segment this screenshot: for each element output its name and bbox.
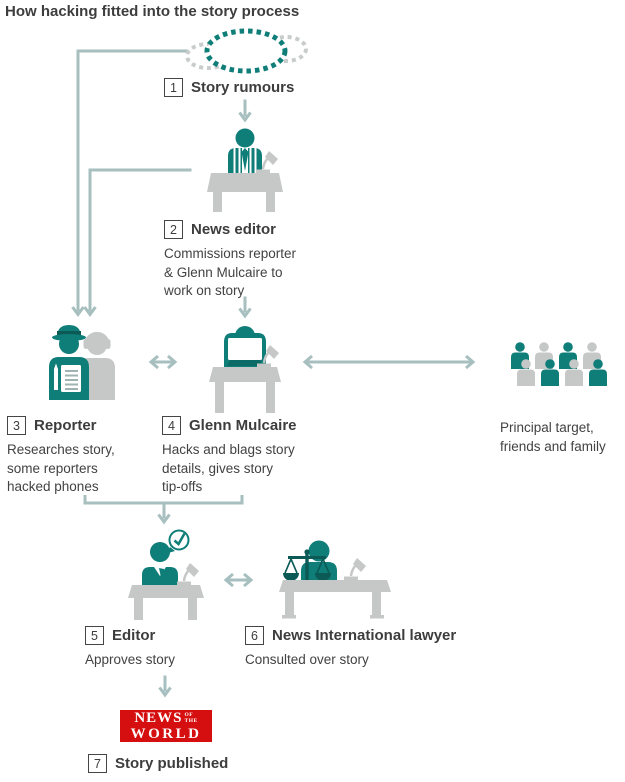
desk <box>207 173 283 192</box>
desk <box>128 585 204 598</box>
scales-of-justice-icon <box>283 549 331 581</box>
step-description: Consulted over story <box>245 652 369 667</box>
lawyer-icon <box>279 540 391 619</box>
step-number-badge: 7 <box>88 754 107 773</box>
connector-rumours-to-reporter <box>71 49 189 318</box>
step-2-label: 2 News editor Commissions reporter & Gle… <box>164 220 296 301</box>
logo-news-text: NEWS <box>134 709 183 726</box>
step-4-label: 4 Glenn Mulcaire Hacks and blags story d… <box>162 416 297 497</box>
page-title: How hacking fitted into the story proces… <box>5 3 300 20</box>
editor-icon <box>128 529 204 620</box>
crowd-icon <box>511 342 607 386</box>
step-3-label: 3 Reporter Researches story, some report… <box>7 416 115 497</box>
desk-lamp-icon <box>344 558 366 580</box>
principal-target-label: Principal target, friends and family <box>500 420 606 454</box>
pencil-icon <box>54 369 58 390</box>
double-arrow-mulcaire-targets <box>302 354 476 370</box>
desk <box>209 367 281 382</box>
step-description: Approves story <box>85 652 176 667</box>
arrow-editor-to-published <box>158 675 172 698</box>
arrow-news-editor-to-mulcaire <box>238 296 252 319</box>
connector-editor-to-reporter <box>83 168 192 318</box>
reporter-with-hat-icon <box>49 325 89 400</box>
step-6-label: 6 News International lawyer Consulted ov… <box>245 626 456 670</box>
news-editor-icon <box>207 128 283 212</box>
approval-checkmark-icon <box>168 529 190 551</box>
step-name: Story published <box>115 755 229 772</box>
step-name: Reporter <box>34 417 97 434</box>
step-1-label: 1 Story rumours <box>164 78 294 97</box>
step-description: Researches story, some reporters hacked … <box>7 442 115 494</box>
logo-the-text: THE <box>184 717 198 724</box>
reporter-icon <box>49 325 115 400</box>
desk-lamp-icon <box>257 345 279 367</box>
step-description: Hacks and blags story details, gives sto… <box>162 442 295 494</box>
step-number-badge: 6 <box>245 626 264 645</box>
step-description: Commissions reporter & Glenn Mulcaire to… <box>164 246 297 298</box>
double-arrow-editor-lawyer <box>223 572 254 588</box>
logo-world-text: WORLD <box>130 725 202 742</box>
step-name: News International lawyer <box>272 627 457 644</box>
step-name: News editor <box>191 221 277 238</box>
laptop-icon <box>228 338 262 360</box>
rumour-cloud-icon <box>185 28 308 74</box>
arrow-rumours-to-news-editor <box>238 99 252 123</box>
step-name: Glenn Mulcaire <box>189 417 297 434</box>
step-number-badge: 2 <box>164 220 183 239</box>
step-number-badge: 3 <box>7 416 26 435</box>
step-5-label: 5 Editor Approves story <box>85 626 175 670</box>
desk-lamp-icon <box>256 151 278 173</box>
desk <box>279 580 391 592</box>
desk-lamp-icon <box>177 563 199 585</box>
step-number-badge: 5 <box>85 626 104 645</box>
funnel-to-editor <box>83 495 244 525</box>
double-arrow-reporter-mulcaire <box>148 354 178 370</box>
step-name: Story rumours <box>191 79 295 96</box>
notepad-icon <box>61 365 81 392</box>
glenn-mulcaire-icon <box>209 326 281 413</box>
news-of-the-world-logo: NEWS OF THE WORLD <box>120 710 212 742</box>
step-7-label: 7 Story published <box>88 754 228 773</box>
logo-of-text: OF <box>184 711 194 718</box>
step-number-badge: 1 <box>164 78 183 97</box>
step-number-badge: 4 <box>162 416 181 435</box>
step-name: Editor <box>112 627 156 644</box>
crowd-front-row <box>517 359 607 386</box>
